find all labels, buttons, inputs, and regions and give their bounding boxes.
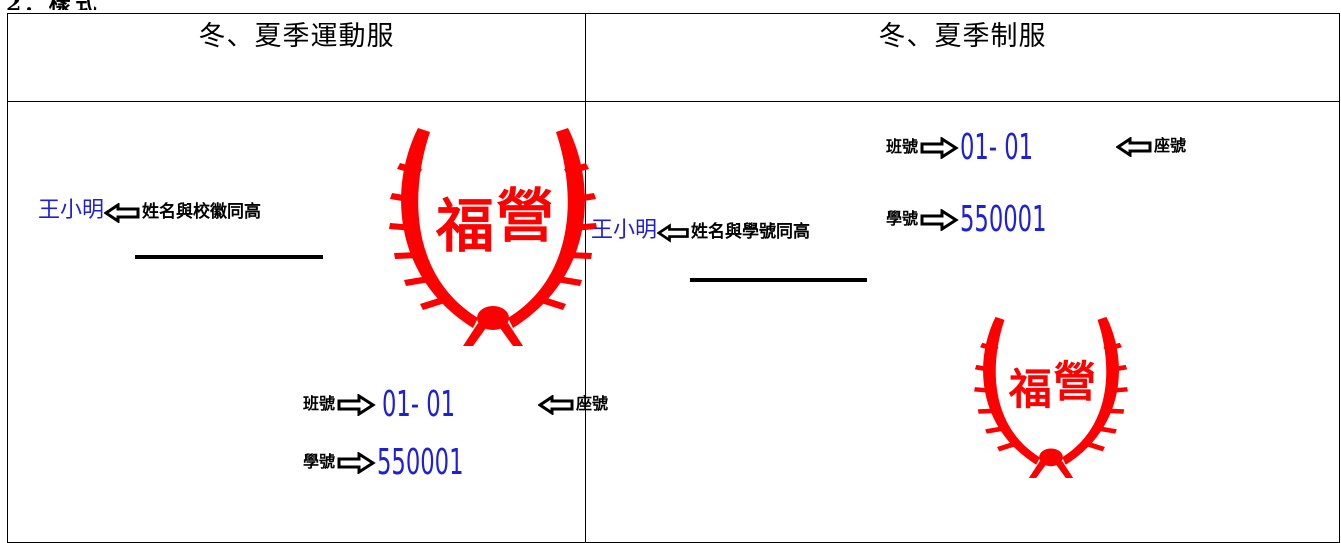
- emblem-char-2: 營: [1053, 358, 1096, 408]
- name-underline: [690, 278, 867, 282]
- header-sport-uniform: 冬、夏季運動服: [7, 13, 586, 102]
- emblem-char-1: 福: [435, 192, 494, 260]
- uniform-name-table: 冬、夏季運動服 冬、夏季制服 王小明 姓名與校徽同高 福 營: [7, 13, 1340, 543]
- seat-label: 座號: [1154, 136, 1187, 155]
- student-id-label: 學號: [886, 209, 919, 228]
- header-school-uniform: 冬、夏季制服: [585, 13, 1340, 102]
- class-label: 班號: [303, 394, 336, 413]
- sport-class-row: 班號 01- 01: [303, 384, 487, 425]
- student-name: 王小明: [591, 218, 658, 243]
- class-label: 班號: [886, 137, 919, 156]
- arrow-left-icon: [657, 222, 689, 243]
- sport-name-row: 王小明 姓名與校徽同高: [38, 192, 261, 224]
- arrow-left-icon: [104, 202, 140, 223]
- school-emblem-icon: 福 營: [974, 316, 1128, 479]
- arrow-right-icon: [920, 208, 959, 231]
- uniform-name-row: 王小明 姓名與學號同高: [591, 212, 810, 244]
- class-number: 01- 01: [960, 127, 1034, 168]
- arrow-right-icon: [337, 393, 376, 416]
- emblem-char-2: 營: [496, 182, 554, 250]
- arrow-left-icon: [1116, 136, 1152, 157]
- student-id-number: 550001: [960, 199, 1047, 240]
- student-name: 王小明: [38, 198, 105, 223]
- page-heading-text: 2. 樣式如下：: [6, 0, 120, 10]
- sport-uniform-cell: 王小明 姓名與校徽同高 福 營 班號 01- 01: [7, 101, 608, 543]
- student-id-label: 學號: [303, 452, 336, 471]
- school-emblem-icon: 福 營: [389, 128, 597, 346]
- uniform-seat-row: 座號: [1116, 132, 1186, 157]
- arrow-right-icon: [920, 136, 959, 159]
- name-height-note: 姓名與校徽同高: [142, 202, 262, 222]
- emblem-char-1: 福: [1008, 365, 1052, 415]
- uniform-id-row: 學號 550001: [886, 199, 1084, 240]
- student-id-number: 550001: [377, 442, 464, 483]
- name-underline: [135, 255, 323, 259]
- arrow-right-icon: [337, 451, 376, 474]
- name-height-note: 姓名與學號同高: [691, 222, 811, 242]
- sport-id-row: 學號 550001: [303, 442, 501, 483]
- class-number: 01- 01: [382, 384, 456, 425]
- arrow-left-icon: [538, 394, 574, 415]
- school-uniform-cell: 班號 01- 01 座號 王小明 姓名與學號同高 學號 550001: [585, 101, 1340, 543]
- page-heading-cropped: 2. 樣式如下：: [0, 0, 120, 10]
- uniform-class-row: 班號 01- 01: [886, 127, 1064, 168]
